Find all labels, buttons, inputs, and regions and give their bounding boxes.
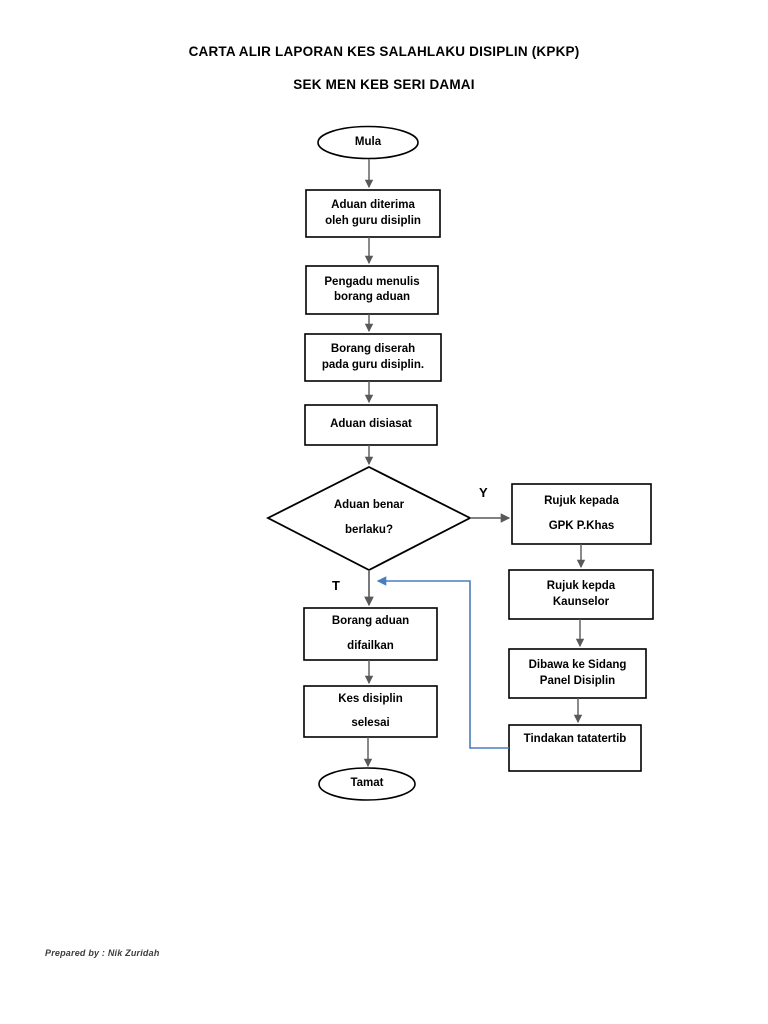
prepared-by-credit: Prepared by : Nik Zuridah	[45, 948, 160, 958]
branch-label-yes: Y	[479, 485, 488, 500]
node-n2-shape	[305, 265, 439, 315]
node-decision-shape	[266, 465, 472, 572]
node-n3-shape	[304, 333, 442, 382]
node-n4-shape	[304, 404, 438, 446]
edge-r4-feedback-loop	[376, 576, 509, 749]
node-n1-shape	[305, 189, 441, 238]
page-subtitle: SEK MEN KEB SERI DAMAI	[293, 77, 475, 92]
node-r2-shape	[508, 569, 654, 620]
page-title: CARTA ALIR LAPORAN KES SALAHLAKU DISIPLI…	[188, 44, 580, 59]
node-start-shape	[317, 125, 419, 160]
node-r3-shape	[508, 648, 647, 699]
node-l2-shape	[303, 685, 438, 738]
node-end-shape	[318, 767, 416, 801]
node-l1-shape	[303, 607, 438, 661]
node-r4-shape	[508, 724, 642, 772]
node-r1-shape	[511, 483, 652, 545]
branch-label-no: T	[332, 578, 340, 593]
